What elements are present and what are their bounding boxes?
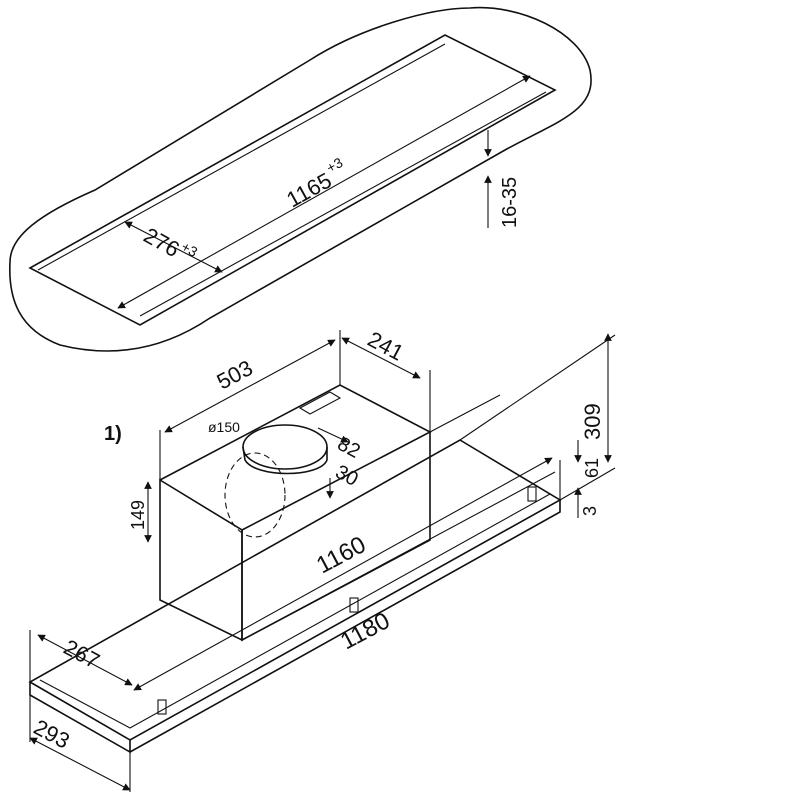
cutout-length-label: 1165 <box>282 168 336 213</box>
cutout-width-tolerance: +3 <box>179 238 201 260</box>
total-depth-label: 293 <box>30 714 74 753</box>
duct-hidden-outline <box>224 452 286 538</box>
duct-offset-arrow <box>317 427 349 443</box>
inner-depth-label: 267 <box>60 634 104 673</box>
cutout-width-dimension-line <box>124 221 223 273</box>
frame-gap-label: 3 <box>580 506 600 516</box>
cutout-length-tolerance: +3 <box>324 154 346 176</box>
cutout-width-label: 276 <box>140 223 184 263</box>
total-length-dimension-line <box>133 457 553 691</box>
right-clip <box>527 486 537 502</box>
body-top <box>159 384 432 531</box>
left-clip <box>157 699 167 715</box>
canopy-front-face <box>29 500 561 754</box>
footnote-marker: 1) <box>104 423 122 445</box>
frame-height-label: 61 <box>582 458 602 478</box>
top-depth-label: 503 <box>213 355 257 394</box>
total-depth-dimension-line <box>29 737 131 791</box>
worktop-cutout: 1165 +3 276 +3 16-35 <box>9 6 592 352</box>
duct-collar-top <box>242 424 328 470</box>
cutout-thickness-label: 16-35 <box>499 177 521 228</box>
duct-diameter-label: ø150 <box>208 419 240 435</box>
body-height-label: 149 <box>128 500 148 530</box>
cutout-inner-edge <box>37 43 547 317</box>
top-width-dimension-line <box>341 337 421 379</box>
top-width-label: 241 <box>364 326 408 365</box>
inner-depth-dimension-line <box>37 634 133 686</box>
total-length-label: 1180 <box>336 607 394 655</box>
cutout-opening <box>28 34 557 326</box>
body-side <box>241 432 431 642</box>
hood-unit: 503 241 ø150 82 30 1) 149 1160 309 61 3 … <box>28 326 616 792</box>
body-front <box>159 478 243 642</box>
extension-lines <box>29 330 616 792</box>
duct-height-label: 30 <box>332 461 362 491</box>
top-depth-dimension-line <box>164 339 336 433</box>
canopy-frame <box>28 439 562 741</box>
total-height-label: 309 <box>580 403 605 440</box>
body-length-label: 1160 <box>312 531 370 579</box>
